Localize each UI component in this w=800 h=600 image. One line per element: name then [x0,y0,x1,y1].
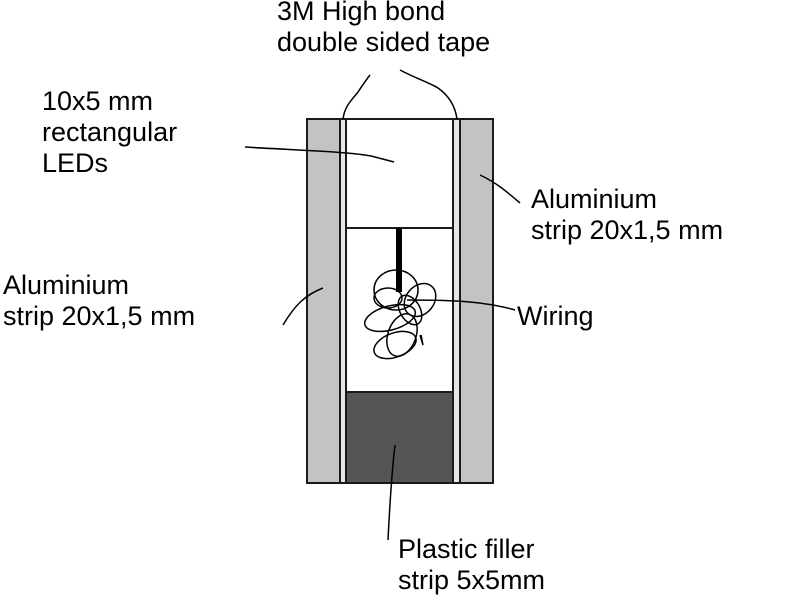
plastic-filler-strip [345,391,454,484]
aluminium-right-label-line-2: strip 20x1,5 mm [531,215,724,245]
filler-label-line-2: strip 5x5mm [398,565,546,595]
led [345,118,454,229]
leader-lines [244,69,521,541]
leds-label: 10x5 mm rectangular LEDs [42,86,177,179]
wiring-tangle [363,269,437,360]
aluminium-right-label-line-1: Aluminium [531,184,658,214]
aluminium-left-label-line-2: strip 20x1,5 mm [3,301,196,331]
aluminium-strip-left [306,118,341,484]
leds-label-line-3: LEDs [42,148,109,178]
filler-label-line-1: Plastic filler [398,534,535,564]
aluminium-right-label: Aluminium strip 20x1,5 mm [531,184,723,246]
tape-label-line-2: double sided tape [277,27,491,57]
wiring-label: Wiring [517,301,594,331]
filler-label: Plastic filler strip 5x5mm [398,534,545,596]
leds-label-line-2: rectangular [42,117,178,147]
leds-label-line-1: 10x5 mm [42,86,154,116]
wire-lead [396,228,402,292]
aluminium-left-label-line-1: Aluminium [3,270,130,300]
aluminium-left-label: Aluminium strip 20x1,5 mm [3,270,195,332]
tape-label-line-1: 3M High bond [277,0,446,26]
tape-label: 3M High bond double sided tape [277,0,490,58]
